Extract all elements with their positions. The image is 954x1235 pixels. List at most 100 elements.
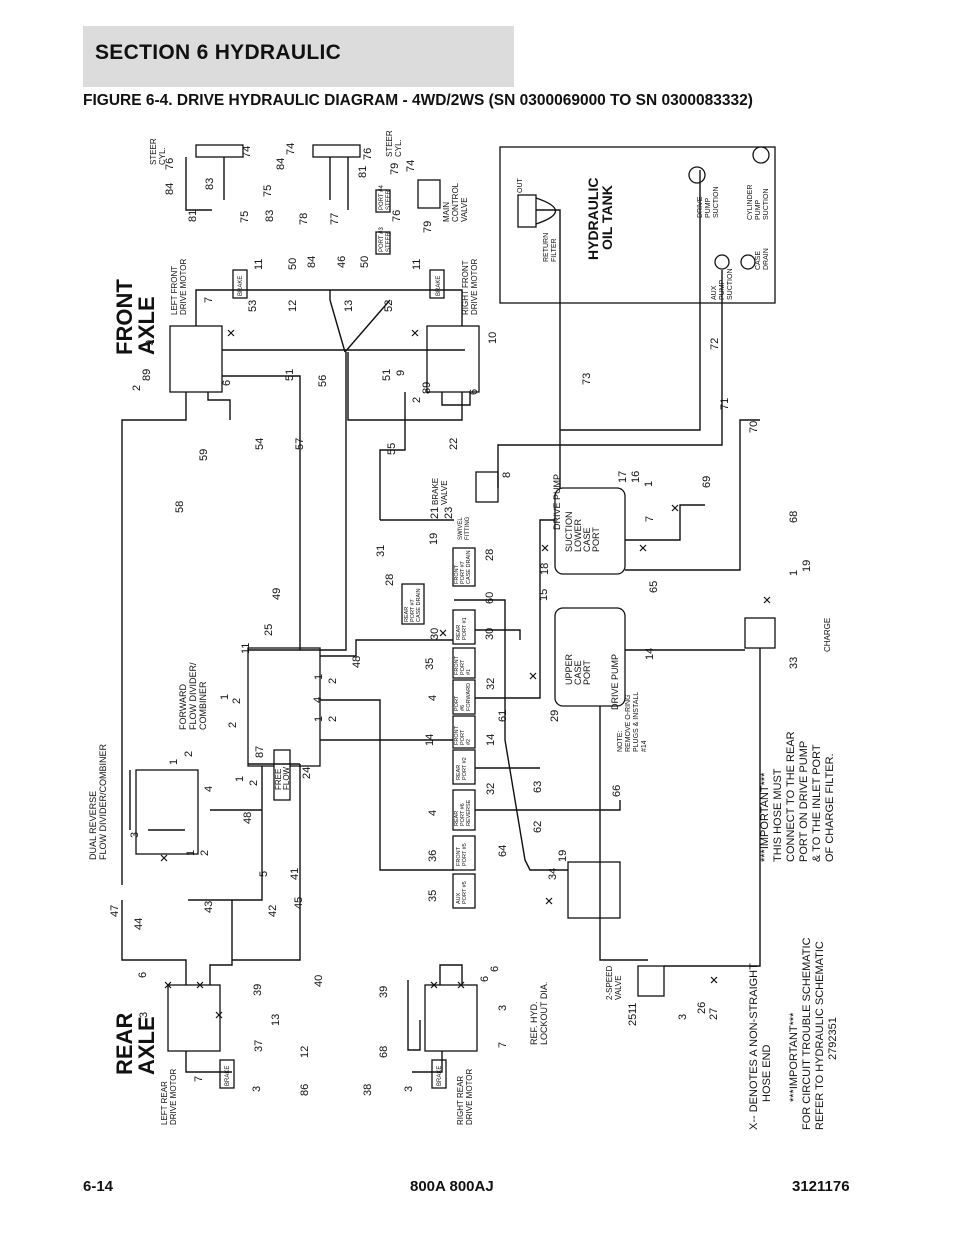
callout-number: 2: [411, 397, 423, 403]
callout-number: 1: [313, 716, 325, 722]
hose-lines: [121, 157, 761, 1073]
callout-number: 9: [395, 370, 407, 376]
forward-flow-divider-combiner: [247, 647, 321, 767]
callout-number: 45: [293, 897, 305, 909]
callout-number: 48: [351, 656, 363, 668]
callout-number: 37: [253, 1040, 265, 1052]
callout-number: 6: [468, 389, 480, 395]
callout-number: 22: [448, 438, 460, 450]
callout-number: 7: [203, 297, 215, 303]
callout-number: 16: [630, 471, 642, 483]
callout-number: 1: [219, 694, 231, 700]
rear-axle-line2: AXLE: [134, 1016, 159, 1075]
port3-1: PORT #3: [379, 227, 385, 252]
callout-number: 48: [242, 812, 254, 824]
drive-pump-top: DRIVE PUMP: [552, 474, 562, 530]
free-flow-box: [273, 749, 291, 801]
callout-number: 28: [384, 574, 396, 586]
callout-number: 28: [484, 549, 496, 561]
front-axle-line2: AXLE: [134, 296, 159, 355]
callout-number: 36: [427, 850, 439, 862]
sp5-1: FRONT: [454, 725, 460, 745]
callout-number: 39: [252, 984, 264, 996]
swivel-port-front-5: [452, 835, 476, 871]
important-note: ***IMPORTANT*** THIS HOSE MUST CONNECT T…: [759, 731, 836, 862]
callout-number: 38: [362, 1084, 374, 1096]
two-speed-valve: [637, 965, 665, 997]
callout-number: 2: [327, 716, 339, 722]
callout-number: 2: [183, 751, 195, 757]
callout-number: 51: [284, 369, 296, 381]
cps-3: SUCTION: [763, 189, 770, 221]
port-4-steer-box: [375, 189, 391, 213]
callout-number: 11: [627, 1003, 639, 1014]
sp0-1: FRONT: [454, 564, 460, 584]
sp7-1: REAR: [454, 811, 460, 826]
sp9-1: AUX: [456, 892, 462, 904]
callout-number: 87: [254, 746, 266, 758]
callout-number: 11: [253, 259, 265, 270]
callout-number: 7: [193, 1076, 205, 1082]
callout-number: 3: [403, 1086, 415, 1092]
slcp-1: SUCTION: [564, 512, 574, 553]
rf-motor-1: RIGHT FRONT: [461, 260, 470, 315]
brake-lr: BRAKE: [225, 1066, 231, 1086]
callout-number: 2: [227, 722, 239, 728]
mcv-2: CONTROL: [451, 182, 460, 222]
section-header-text: SECTION 6 HYDRAULIC: [95, 41, 342, 64]
callout-number: 46: [336, 256, 348, 268]
sp9-2: PORT #5: [462, 881, 468, 904]
callout-number: 60: [484, 592, 496, 604]
callout-number: 5: [258, 871, 270, 877]
tank-label-line1: HYDRAULIC: [585, 178, 601, 260]
callout-number: 3: [251, 1086, 263, 1092]
sp2-1: REAR: [456, 625, 462, 640]
sp1-1: REAR: [404, 607, 410, 622]
lf-motor-1: LEFT FRONT: [170, 266, 179, 315]
callout-number: 83: [204, 178, 216, 190]
footer-model: 800A 800AJ: [410, 1178, 494, 1195]
port3-2: STEER: [386, 231, 392, 252]
callout-number: 2: [248, 780, 260, 786]
callout-number: 74: [285, 143, 297, 155]
callout-number: 2: [131, 385, 143, 391]
callout-number: 30: [429, 628, 441, 640]
callout-number: 84: [275, 158, 287, 170]
callout-number: 26: [696, 1002, 708, 1014]
callout-number: 79: [422, 221, 434, 233]
return-filter-housing: [517, 194, 537, 228]
case-drain-port: [740, 254, 756, 270]
ucp-2: CASE: [573, 660, 583, 685]
fwd-fdc-3: COMBINER: [198, 681, 208, 730]
callout-number: 43: [203, 901, 215, 913]
callout-number: 14: [424, 734, 436, 746]
callout-number: 81: [357, 166, 369, 178]
legend-4: FOR CIRCUIT TROUBLE SCHEMATIC: [801, 937, 813, 1130]
callout-number: 76: [164, 158, 176, 170]
drive-pump-bottom: DRIVE PUMP: [610, 654, 620, 710]
lr-motor-1: LEFT REAR: [160, 1081, 169, 1125]
dr-fdc-1: DUAL REVERSE: [88, 791, 98, 860]
ref-lockout-2: LOCKOUT DIA.: [539, 982, 549, 1045]
callout-number: 35: [424, 658, 436, 670]
section-header-bar: SECTION 6 HYDRAULIC: [83, 26, 514, 87]
right-rear-drive-motor: [424, 984, 478, 1052]
callout-number: 4: [312, 697, 324, 703]
sp4-2: #6: [460, 705, 466, 711]
callout-number: 78: [298, 213, 310, 225]
callout-number: 4: [427, 695, 439, 701]
sp6-1: REAR: [456, 765, 462, 780]
non-straight-hose-end-marks: [160, 329, 771, 1019]
callout-number: 3: [677, 1014, 689, 1020]
callout-number: 24: [301, 767, 313, 779]
fwd-fdc-1: FORWARD: [178, 684, 188, 730]
steer-cyl-right-2: CYL.: [394, 139, 403, 157]
callout-number: 1: [185, 850, 197, 856]
dps-1: DRIVE: [697, 196, 704, 218]
port4-1: PORT #4: [379, 185, 385, 210]
rr-motor-1: RIGHT REAR: [456, 1076, 465, 1125]
sp4-3: FORWARD: [466, 683, 472, 711]
footer-doc: 3121176: [792, 1178, 850, 1195]
